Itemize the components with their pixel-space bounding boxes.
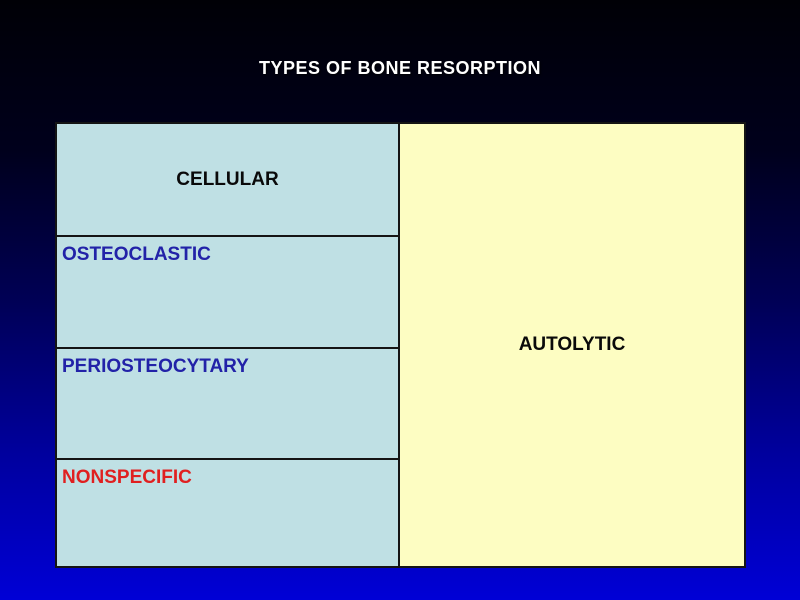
resorption-table: CELLULAR OSTEOCLASTIC PERIOSTEOCYTARY NO… bbox=[55, 122, 746, 568]
cellular-column: CELLULAR OSTEOCLASTIC PERIOSTEOCYTARY NO… bbox=[57, 124, 400, 566]
page-title: TYPES OF BONE RESORPTION bbox=[258, 58, 542, 78]
osteoclastic-cell: OSTEOCLASTIC bbox=[57, 237, 398, 349]
periosteocytary-cell: PERIOSTEOCYTARY bbox=[57, 349, 398, 460]
autolytic-column: AUTOLYTIC bbox=[400, 124, 744, 566]
autolytic-cell: AUTOLYTIC bbox=[518, 334, 626, 355]
cellular-header-cell: CELLULAR bbox=[57, 124, 398, 237]
nonspecific-cell: NONSPECIFIC bbox=[62, 467, 192, 488]
